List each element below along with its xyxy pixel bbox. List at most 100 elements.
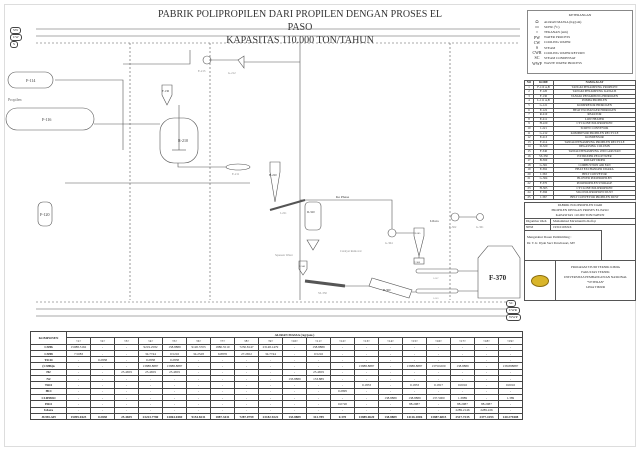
mass-value: -	[498, 387, 523, 395]
degassing-column-d320: D-320	[304, 201, 322, 251]
tank-f120: F-120	[37, 201, 53, 227]
mass-value: 15095.0423	[66, 412, 91, 421]
legend: KETERANGAN ⬭ALIRAN MASSA (Kg/jam)▭SUHU (…	[527, 10, 633, 74]
label-propilen-feed: Propilen	[8, 97, 22, 102]
label-g361: G-361	[476, 225, 484, 229]
university-logo	[525, 261, 555, 300]
legend-label: WATER PROCESS	[544, 35, 571, 40]
label-g212: G-212	[228, 71, 236, 75]
heater-e211: E-211	[225, 163, 251, 176]
label-f120: F-120	[40, 212, 50, 217]
label-f340: F-340	[299, 265, 306, 268]
utility-label-3: S	[10, 41, 18, 48]
equipment-cell: TANGKI PENAMPUNG PROPILEN RECYCLE	[553, 139, 636, 146]
label-f130: F-130	[162, 89, 170, 93]
mass-value: 312.789	[306, 412, 331, 421]
legend-symbol: CW	[533, 39, 541, 45]
screw-conveyor-j221: J-221	[269, 199, 306, 215]
label-b360: B-360	[383, 288, 391, 292]
legend-label: SUHU (°C)	[544, 24, 560, 29]
legend-label: STEAM CONDENSAT	[544, 55, 576, 60]
uni-line-5: JAWA TIMUR	[585, 285, 606, 290]
label-r210: R-210	[178, 138, 188, 143]
drawn-by-label: Digambar Oleh	[525, 219, 551, 225]
tank-f340: F-340	[298, 260, 308, 276]
label-j367: J-367	[433, 277, 439, 280]
mass-value: 23182.9222	[258, 412, 283, 421]
project-line-3: KAPASITAS 110.000 TON/TAHUN	[555, 213, 605, 218]
fan-g361: G-361	[476, 213, 484, 229]
mass-value: -	[498, 375, 523, 383]
equipment-cell: 25	[524, 194, 534, 201]
tank-f116: F-116	[5, 107, 95, 131]
legend-item: ▭SUHU (°C)	[530, 24, 630, 29]
label-udara: Udara	[430, 219, 439, 223]
component-row: HCl-----------0.2895-------	[30, 387, 523, 395]
label-catalyst-removal: Catalyst Removal	[340, 249, 362, 253]
advisor-label: Mengetahui Dosen Pembimbing :	[527, 235, 572, 240]
rotary-drier-b360: B-360	[368, 277, 413, 299]
label-h365: H-365	[414, 232, 421, 235]
legend-label: COOLING WATER RETURN	[544, 50, 585, 55]
mass-value: 13889.0620	[354, 412, 379, 421]
legend-item: S STEAM	[530, 45, 630, 50]
project-line-2: PROPILEN DENGAN PROSES EL PASO	[551, 208, 609, 213]
tank-f114: F-114	[7, 71, 54, 89]
heat-exchanger-e362: E-362	[449, 212, 460, 229]
reactor-outlet-line	[177, 163, 226, 168]
legend-label: ALIRAN MASSA (Kg/jam)	[544, 19, 582, 24]
component-name: JUMLAH	[30, 412, 67, 421]
label-f114: F-114	[26, 78, 35, 83]
mass-value: 25.4659	[114, 412, 139, 421]
product-lines	[300, 199, 478, 293]
mass-value: 23223.7780	[138, 412, 163, 421]
utility-lines	[36, 28, 520, 317]
extruder-ss350: SS-350	[304, 279, 346, 295]
compressor-g212: G-212	[228, 55, 245, 75]
label-h220: H-220	[269, 173, 277, 177]
label-j363: J-363	[433, 297, 439, 300]
stream-header: <19>	[498, 337, 523, 345]
mass-value: 138.888887	[498, 362, 523, 370]
label-d320: D-320	[307, 210, 315, 214]
hopper-f130: F-130	[161, 84, 173, 106]
uni-line-4: "VETERAN"	[586, 280, 605, 285]
npm-label: NPM	[525, 225, 551, 231]
npm: 1931010XXX	[553, 225, 572, 230]
legend-label: TEKANAN (atm)	[544, 29, 568, 34]
belt-conveyor-j367: J-367	[415, 268, 459, 280]
label-to-phase: Ke Phase	[336, 195, 350, 199]
legend-label: STEAM	[544, 45, 556, 50]
utility-label-right-2: CWR	[506, 307, 520, 314]
feed-lines	[55, 79, 250, 184]
mass-value: -	[498, 349, 523, 358]
recycle-line	[123, 50, 300, 65]
cyclone-h220: H-220	[269, 161, 281, 203]
equipment-cell: BELT CONVEYOR PROPILEN DUST	[553, 194, 636, 201]
legend-symbol: S	[535, 45, 539, 51]
mass-value: -	[498, 368, 523, 377]
mass-value: 2517.7235	[450, 412, 475, 421]
title-block: PABRIK POLIPROPILEN DARI PROPILEN DENGAN…	[524, 202, 636, 302]
reactor-r210: R-210	[159, 105, 199, 164]
mass-value: -	[498, 356, 523, 364]
storage-f370: F-370	[477, 245, 521, 299]
uni-line-1: PROGRAM STUDI TEKNIK KIMIA	[571, 265, 620, 270]
drawn-by: Muhammad Ma'amunillo Rofiqi	[553, 219, 596, 224]
label-f370: F-370	[489, 274, 507, 282]
mass-value: 138.8889	[378, 412, 403, 421]
utility-label-1: SW	[10, 27, 22, 34]
silo-f366: F-366	[413, 257, 425, 265]
label-e211: E-211	[232, 172, 240, 176]
label-f366: F-366	[414, 261, 421, 264]
